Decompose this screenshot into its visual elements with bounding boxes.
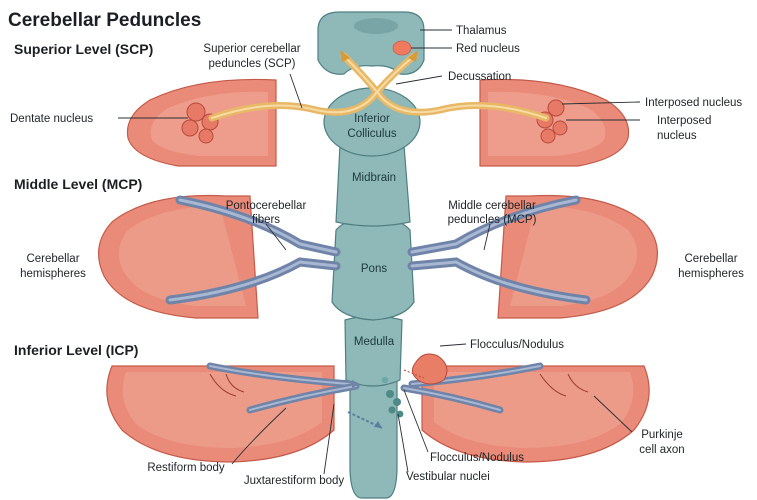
label-decussation: Decussation [448, 71, 511, 83]
level-middle: Middle Level (MCP) [14, 176, 142, 192]
level-inferior: Inferior Level (ICP) [14, 342, 138, 358]
level-superior: Superior Level (SCP) [14, 41, 153, 57]
label-flocculus-nodulus-top: Flocculus/Nodulus [470, 339, 564, 351]
label-pontocerebellar-line2: fibers [252, 214, 280, 226]
label-hemispheres-right-line2: hemispheres [678, 268, 744, 280]
page-title: Cerebellar Peduncles [8, 10, 201, 31]
label-superior-peduncles-line1: Superior cerebellar [203, 43, 300, 55]
label-restiform-body: Restiform body [147, 462, 225, 474]
label-vestibular-nuclei: Vestibular nuclei [406, 471, 490, 483]
label-dentate-nucleus: Dentate nucleus [10, 113, 93, 125]
label-interposed-line1: Interposed [657, 115, 711, 127]
label-purkinje-line2: cell axon [639, 444, 684, 456]
label-interposed-line2: nucleus [657, 130, 697, 142]
label-hemispheres-left-line1: Cerebellar [26, 253, 79, 265]
label-hemispheres-right-line1: Cerebellar [684, 253, 737, 265]
label-thalamus: Thalamus [456, 25, 507, 37]
label-flocculus-nodulus-bottom: Flocculus/Nodulus [430, 452, 524, 464]
label-interposed-nucleus: Interposed nucleus [645, 97, 742, 109]
label-pons: Pons [361, 263, 387, 275]
label-midbrain: Midbrain [352, 172, 396, 184]
label-juxtarestiform-body: Juxtarestiform body [244, 475, 345, 487]
label-red-nucleus: Red nucleus [456, 43, 520, 55]
flocculus-nodulus-shape [404, 354, 447, 384]
label-mcp-line1: Middle cerebellar [448, 200, 536, 212]
label-mcp-line2: peduncles (MCP) [448, 214, 537, 226]
label-inferior-colliculus-line2: Colliculus [347, 128, 396, 140]
label-hemispheres-left-line2: hemispheres [20, 268, 86, 280]
label-pontocerebellar-line1: Pontocerebellar [226, 200, 307, 212]
label-inferior-colliculus-line1: Inferior [354, 113, 390, 125]
label-purkinje-line1: Purkinje [641, 429, 683, 441]
label-superior-peduncles-line2: peduncles (SCP) [209, 58, 296, 70]
red-nucleus-shape [393, 41, 411, 55]
label-medulla: Medulla [354, 336, 395, 348]
